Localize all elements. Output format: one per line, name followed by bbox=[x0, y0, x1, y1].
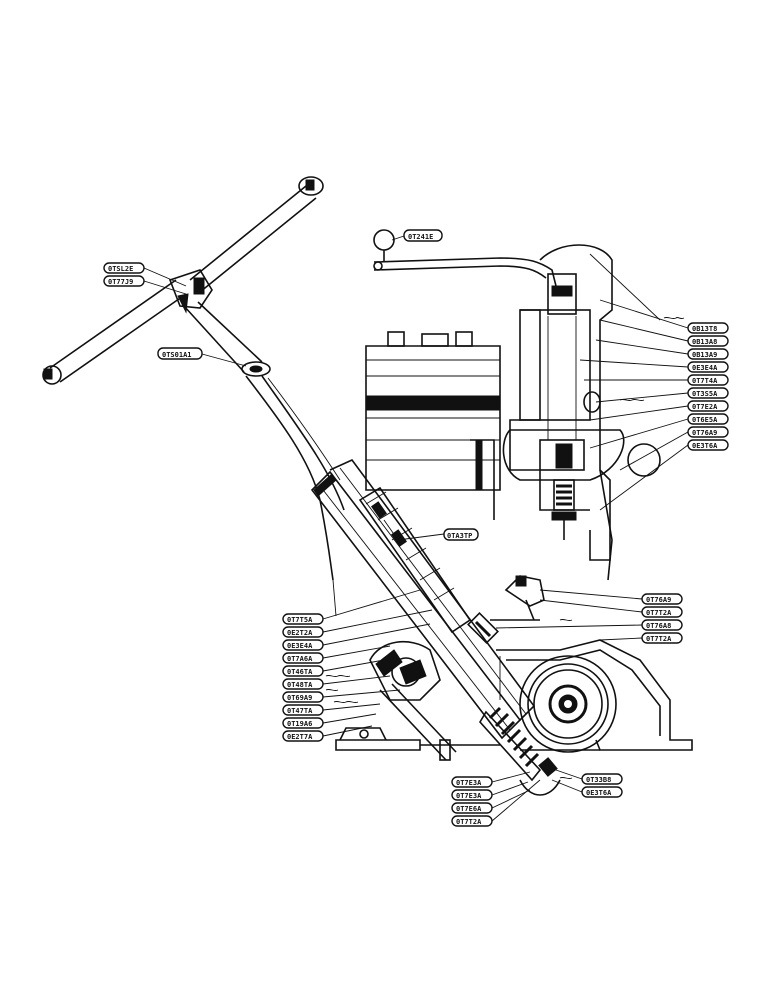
gear-cross-section bbox=[502, 244, 661, 581]
battery bbox=[365, 331, 501, 520]
steering-tube bbox=[310, 459, 536, 740]
tag-r5: 0T7T4A bbox=[692, 377, 718, 385]
tag-l7: 0T69A9 bbox=[287, 694, 312, 702]
tag-b4: 0T7T2A bbox=[456, 818, 482, 826]
tag-l1: 0T7T5A bbox=[287, 616, 313, 624]
tag-m1: 0T76A9 bbox=[646, 596, 671, 604]
steering-column-upper bbox=[183, 301, 271, 377]
tag-l6: 0T48TA bbox=[287, 681, 313, 689]
script-annotations bbox=[325, 316, 685, 780]
tag-hub: 0T77J9 bbox=[108, 278, 133, 286]
tag-battery: 0TA3TP bbox=[447, 532, 472, 540]
tag-l8: 0T47TA bbox=[287, 707, 313, 715]
grease-fitting bbox=[467, 612, 540, 644]
tag-m2: 0T7T2A bbox=[646, 609, 672, 617]
tag-shift-knob: 0T241E bbox=[408, 233, 433, 241]
tag-l10: 0E2T7A bbox=[287, 733, 313, 741]
tag-r4: 0E3E4A bbox=[692, 364, 718, 372]
shift-lever bbox=[373, 229, 557, 287]
tag-l3: 0E3E4A bbox=[287, 642, 313, 650]
tag-l9: 0T19A6 bbox=[287, 720, 312, 728]
tag-handle-top: 0TSL2E bbox=[108, 265, 133, 273]
tag-b3: 0T7E6A bbox=[456, 805, 482, 813]
tag-m3: 0T76A8 bbox=[646, 622, 671, 630]
tag-r7: 0T7E2A bbox=[692, 403, 718, 411]
tag-l5: 0T46TA bbox=[287, 668, 313, 676]
tag-r1: 0B13T8 bbox=[692, 325, 717, 333]
tag-r10: 0E3T6A bbox=[692, 442, 718, 450]
tag-r9: 0T76A9 bbox=[692, 429, 717, 437]
tag-b1: 0T7E3A bbox=[456, 779, 482, 787]
tag-l2: 0E2T2A bbox=[287, 629, 313, 637]
tag-b6: 0E3T6A bbox=[586, 789, 612, 797]
tag-b2: 0T7E3A bbox=[456, 792, 482, 800]
label-texts: 0TSL2E 0T77J9 0TS01A1 0T241E 0TA3TP 0B13… bbox=[108, 233, 718, 826]
tag-m4: 0T7T2A bbox=[646, 635, 672, 643]
gear-housing-lower bbox=[369, 641, 457, 761]
tag-r6: 0T3S5A bbox=[692, 390, 718, 398]
label-tags bbox=[103, 229, 729, 827]
tag-r2: 0B13A8 bbox=[692, 338, 717, 346]
tag-b5: 0T33B8 bbox=[586, 776, 611, 784]
support-rods bbox=[245, 375, 345, 617]
gear-case bbox=[335, 639, 693, 753]
leader-lines bbox=[143, 235, 689, 822]
shift-bracket bbox=[504, 575, 545, 621]
tag-l4: 0T7A6A bbox=[287, 655, 313, 663]
tag-column-nut: 0TS01A1 bbox=[162, 351, 192, 359]
tag-r8: 0T6E5A bbox=[692, 416, 718, 424]
tag-r3: 0B13A9 bbox=[692, 351, 717, 359]
